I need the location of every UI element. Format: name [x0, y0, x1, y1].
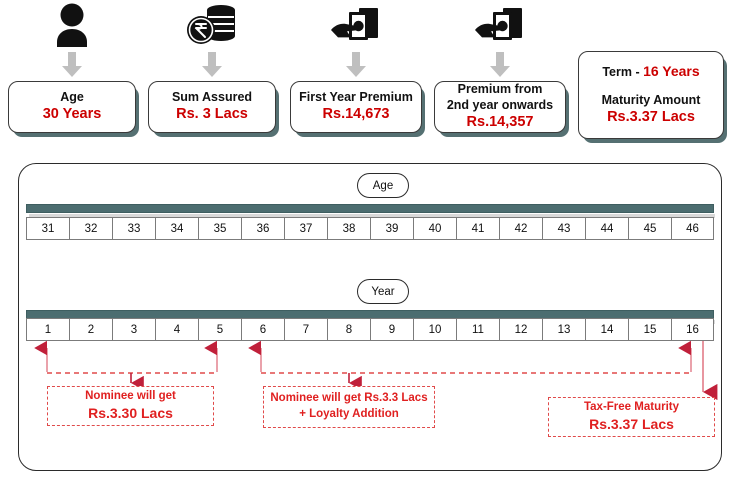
maturity-label: Maturity Amount: [601, 92, 701, 107]
year-scale-cell[interactable]: 1: [26, 318, 69, 341]
year-scale-cell[interactable]: 15: [628, 318, 671, 341]
maturity-value: Rs.3.37 Lacs: [607, 109, 695, 126]
kpi-card-age-label: Age: [60, 89, 84, 104]
callout-1-line-1: Nominee will get: [85, 389, 176, 402]
age-teal-bar: [26, 204, 715, 218]
year-scale-cell[interactable]: 12: [499, 318, 542, 341]
year-scale-cell[interactable]: 3: [112, 318, 155, 341]
callout-1-line-2: Rs.3.30 Lacs: [88, 405, 173, 422]
age-scale-cell[interactable]: 45: [628, 217, 671, 240]
callout-2-line-1: Nominee will get Rs.3.3 Lacs: [270, 392, 428, 405]
top-column-renewal-premium: Premium from 2nd year onwards Rs.14,357: [434, 0, 566, 133]
age-scale-cell[interactable]: 40: [413, 217, 456, 240]
age-scale-cell[interactable]: 35: [198, 217, 241, 240]
kpi-card-term-maturity: Term - 16 Years Maturity Amount Rs.3.37 …: [578, 51, 724, 139]
kpi-card-age-value: 30 Years: [42, 106, 102, 123]
year-scale-cell[interactable]: 2: [69, 318, 112, 341]
kpi-card-first-year-premium-label: First Year Premium: [299, 89, 413, 104]
kpi-card-renewal-premium-label2: 2nd year onwards: [446, 97, 554, 112]
kpi-card-age: Age 30 Years: [8, 81, 136, 133]
age-scale-cell[interactable]: 43: [542, 217, 585, 240]
age-scale-cell[interactable]: 46: [671, 217, 714, 240]
age-pill: Age: [357, 173, 409, 198]
top-column-sum-assured: Sum Assured Rs. 3 Lacs: [148, 0, 276, 133]
year-scale-cell[interactable]: 8: [327, 318, 370, 341]
kpi-card-sum-assured: Sum Assured Rs. 3 Lacs: [148, 81, 276, 133]
age-scale-cell[interactable]: 37: [284, 217, 327, 240]
down-arrow-icon: [490, 52, 510, 77]
kpi-card-first-year-premium-value: Rs.14,673: [322, 106, 390, 123]
kpi-card-renewal-premium-value: Rs.14,357: [466, 114, 534, 131]
age-scale-cell[interactable]: 42: [499, 217, 542, 240]
year-scale-cell[interactable]: 7: [284, 318, 327, 341]
kpi-card-first-year-premium: First Year Premium Rs.14,673: [290, 81, 422, 133]
callout-nominee-years-6-15: Nominee will get Rs.3.3 Lacs + Loyalty A…: [263, 386, 435, 428]
down-arrow-icon: [62, 52, 82, 77]
coin-stack-rupee-icon: [148, 0, 276, 48]
year-scale-cell[interactable]: 11: [456, 318, 499, 341]
year-scale-cell[interactable]: 10: [413, 318, 456, 341]
year-scale-cell[interactable]: 14: [585, 318, 628, 341]
person-icon: [8, 0, 136, 48]
down-arrow-icon: [202, 52, 222, 77]
callout-2-line-2: + Loyalty Addition: [299, 408, 399, 420]
year-scale-cell[interactable]: 6: [241, 318, 284, 341]
top-column-first-year-premium: First Year Premium Rs.14,673: [290, 0, 422, 133]
year-scale-cell[interactable]: 13: [542, 318, 585, 341]
top-column-age: Age 30 Years: [8, 0, 136, 133]
kpi-card-sum-assured-value: Rs. 3 Lacs: [176, 106, 248, 123]
callout-tax-free-maturity: Tax-Free Maturity Rs.3.37 Lacs: [548, 397, 715, 437]
age-scale-cell[interactable]: 32: [69, 217, 112, 240]
year-pill: Year: [357, 279, 409, 304]
year-scale-cell[interactable]: 5: [198, 318, 241, 341]
term-value: 16 Years: [643, 62, 700, 79]
callout-3-line-2: Rs.3.37 Lacs: [589, 416, 674, 433]
callout-nominee-years-1-5: Nominee will get Rs.3.30 Lacs: [47, 386, 214, 426]
cash-in-hand-icon: [290, 0, 422, 48]
age-scale-cell[interactable]: 33: [112, 217, 155, 240]
callout-3-line-1: Tax-Free Maturity: [583, 400, 679, 413]
down-arrow-icon: [346, 52, 366, 77]
term-line: Term - 16 Years: [602, 63, 699, 81]
year-scale-cell[interactable]: 4: [155, 318, 198, 341]
year-scale-cell[interactable]: 16: [671, 318, 714, 341]
kpi-card-renewal-premium-label: Premium from: [457, 81, 543, 96]
age-scale-cell[interactable]: 38: [327, 217, 370, 240]
age-scale-cell[interactable]: 39: [370, 217, 413, 240]
age-scale-cell[interactable]: 31: [26, 217, 69, 240]
kpi-card-sum-assured-label: Sum Assured: [171, 89, 253, 104]
cash-in-hand-icon: [434, 0, 566, 48]
age-scale-cell[interactable]: 36: [241, 217, 284, 240]
year-scale-cell[interactable]: 9: [370, 318, 413, 341]
age-scale-cell[interactable]: 44: [585, 217, 628, 240]
kpi-card-renewal-premium: Premium from 2nd year onwards Rs.14,357: [434, 81, 566, 133]
age-scale-cell[interactable]: 41: [456, 217, 499, 240]
age-scale-cell[interactable]: 34: [155, 217, 198, 240]
term-label: Term -: [602, 64, 644, 79]
